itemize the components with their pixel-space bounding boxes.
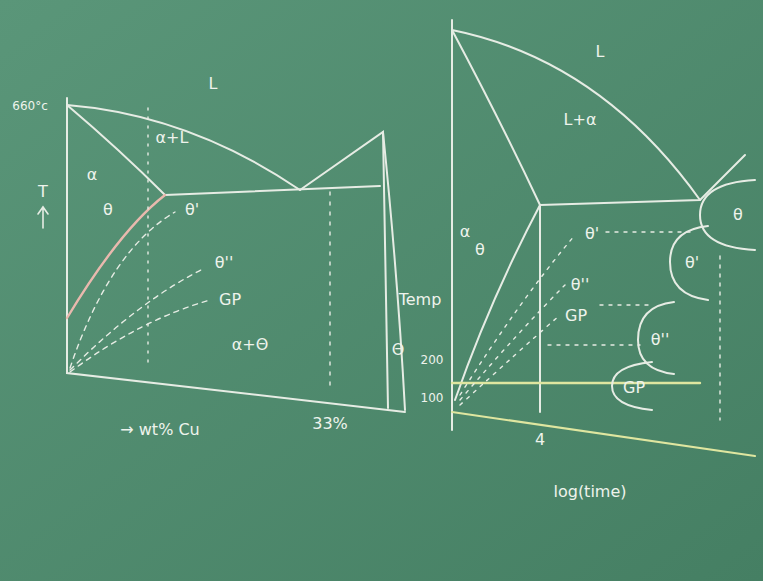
chalk-label: 100 — [421, 392, 444, 404]
chalk-label: α — [460, 224, 471, 240]
chalk-label: θ' — [685, 255, 699, 271]
chalk-label: θ' — [185, 202, 199, 218]
chalk-label: L — [596, 44, 605, 60]
chalk-label: 660°c — [12, 100, 48, 112]
chalk-label: θ — [475, 242, 485, 258]
chalk-label: α+L — [156, 130, 189, 146]
chalk-label: α — [87, 167, 98, 183]
chalk-label: 4 — [535, 432, 545, 448]
chalk-label: log(time) — [553, 484, 626, 500]
chalk-label: T — [38, 184, 48, 200]
chalk-label: GP — [565, 308, 587, 324]
chalk-label: θ'' — [215, 255, 234, 271]
chalk-label: 200 — [421, 354, 444, 366]
chalk-label: L+α — [564, 112, 597, 128]
chalk-label: L — [209, 76, 218, 92]
chalk-label: Θ — [392, 342, 405, 358]
chalk-label: θ'' — [651, 332, 670, 348]
chalk-label: GP — [623, 380, 645, 396]
chalk-label: GP — [219, 292, 241, 308]
chalk-label: θ — [733, 207, 743, 223]
chalk-label: α+Θ — [232, 337, 269, 353]
chalk-label: → wt% Cu — [120, 422, 199, 438]
chalk-label: θ' — [585, 226, 599, 242]
chalk-label: θ — [103, 202, 113, 218]
chalk-label: Temp — [399, 292, 442, 308]
chalk-label: θ'' — [571, 277, 590, 293]
chalk-label: 33% — [312, 416, 348, 432]
